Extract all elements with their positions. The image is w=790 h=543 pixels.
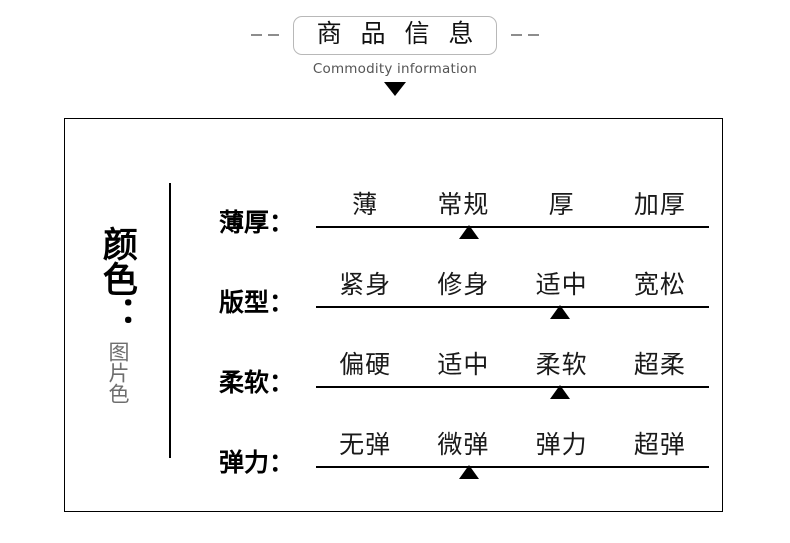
option-item[interactable]: 超柔 bbox=[633, 351, 686, 379]
title-box: 商 品 信 息 bbox=[292, 15, 498, 55]
option-item[interactable]: 常规 bbox=[437, 191, 490, 219]
option-item[interactable]: 无弹 bbox=[339, 431, 392, 459]
dash-icon bbox=[267, 34, 279, 36]
option-item[interactable]: 宽松 bbox=[633, 271, 686, 299]
option-item[interactable]: 修身 bbox=[437, 271, 490, 299]
attribute-scale[interactable]: 紧身 修身 适中 宽松 bbox=[316, 262, 709, 319]
option-item[interactable]: 超弹 bbox=[633, 431, 686, 459]
scale-axis-line bbox=[316, 466, 709, 468]
scale-marker-icon bbox=[459, 465, 480, 479]
attribute-row-elasticity: 弹力： 无弹 微弹 弹力 超弹 bbox=[219, 398, 709, 479]
option-item[interactable]: 偏硬 bbox=[339, 351, 392, 379]
vertical-divider bbox=[169, 183, 171, 458]
option-item[interactable]: 微弹 bbox=[437, 431, 490, 459]
attribute-options: 薄 常规 厚 加厚 bbox=[316, 182, 709, 218]
dash-icon bbox=[528, 34, 540, 36]
scale-axis-line bbox=[316, 386, 709, 388]
option-item[interactable]: 薄 bbox=[352, 191, 379, 219]
attribute-row-fit: 版型： 紧身 修身 适中 宽松 bbox=[219, 238, 709, 319]
attribute-label: 弹力： bbox=[219, 449, 295, 477]
attribute-scale[interactable]: 无弹 微弹 弹力 超弹 bbox=[316, 422, 709, 479]
option-item[interactable]: 弹力 bbox=[535, 431, 588, 459]
attribute-options: 偏硬 适中 柔软 超柔 bbox=[316, 342, 709, 378]
decorative-dashes-right bbox=[511, 34, 540, 36]
scale-axis-line bbox=[316, 306, 709, 308]
option-item[interactable]: 紧身 bbox=[339, 271, 392, 299]
option-item[interactable]: 适中 bbox=[437, 351, 490, 379]
page-title: 商 品 信 息 bbox=[316, 19, 480, 48]
info-frame bbox=[64, 118, 723, 512]
option-item[interactable]: 加厚 bbox=[633, 191, 686, 219]
dash-icon bbox=[511, 34, 523, 36]
attribute-options: 紧身 修身 适中 宽松 bbox=[316, 262, 709, 298]
color-label: 颜色： bbox=[97, 226, 137, 331]
attribute-label: 版型： bbox=[219, 289, 295, 317]
scale-axis-line bbox=[316, 226, 709, 228]
attribute-row-softness: 柔软： 偏硬 适中 柔软 超柔 bbox=[219, 318, 709, 399]
page-subtitle: Commodity information bbox=[312, 61, 478, 77]
title-row: 商 品 信 息 bbox=[250, 15, 540, 55]
scale-marker-icon bbox=[549, 305, 570, 319]
attribute-scale[interactable]: 薄 常规 厚 加厚 bbox=[316, 182, 709, 239]
scale-marker-icon bbox=[549, 385, 570, 399]
attribute-row-thickness: 薄厚： 薄 常规 厚 加厚 bbox=[219, 158, 709, 239]
attribute-options: 无弹 微弹 弹力 超弹 bbox=[316, 422, 709, 458]
option-item[interactable]: 柔软 bbox=[535, 351, 588, 379]
attribute-label: 柔软： bbox=[219, 369, 295, 397]
color-section: 颜色： 图片色 bbox=[64, 118, 169, 512]
attribute-label: 薄厚： bbox=[219, 209, 295, 237]
decorative-dashes-left bbox=[250, 34, 279, 36]
option-item[interactable]: 适中 bbox=[535, 271, 588, 299]
down-triangle-icon bbox=[384, 82, 406, 96]
dash-icon bbox=[250, 34, 262, 36]
option-item[interactable]: 厚 bbox=[548, 191, 575, 219]
scale-marker-icon bbox=[459, 225, 480, 239]
color-value: 图片色 bbox=[105, 341, 129, 404]
attribute-scale[interactable]: 偏硬 适中 柔软 超柔 bbox=[316, 342, 709, 399]
section-header: 商 品 信 息 Commodity information bbox=[0, 15, 790, 96]
